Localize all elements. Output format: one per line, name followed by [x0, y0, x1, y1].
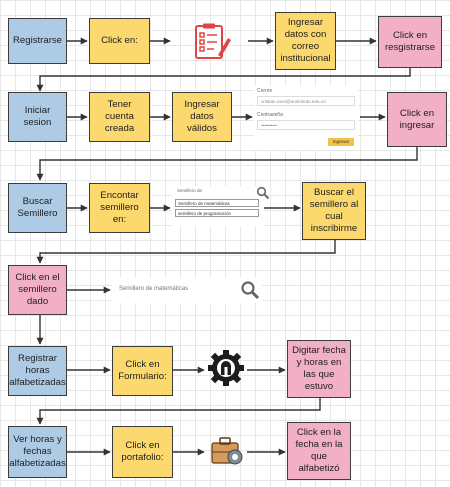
arrow [36, 68, 411, 92]
node-iniciar-sesion: Iniciar sesion [8, 92, 67, 142]
search-icon [256, 186, 270, 200]
search-bar-text: Semillero de matemáticas [119, 286, 189, 292]
arrow [36, 240, 336, 264]
node-ver-horas: Ver horas y fechas alfabetizadas [8, 426, 67, 478]
node-click-registrarse: Click en resgistrarse [378, 16, 442, 68]
node-registrar-horas: Registrar horas alfabetizadas [8, 346, 67, 396]
node-click-semillero-dado: Click en el semillero dado [8, 265, 67, 315]
node-digitar-fecha: Digitar fecha y horas en las que estuvo [287, 340, 351, 398]
node-registrarse: Registrarse [8, 18, 67, 64]
node-click-ingresar: Click en ingresar [387, 92, 447, 147]
semillero-selector-mock: Semillero de Semillero de matemáticas se… [172, 186, 270, 226]
login-form-mock: Correo cristian.xxxx@uniminuto.edu.co Co… [254, 86, 358, 150]
search-icon [240, 280, 260, 300]
search-bar-mock: Semillero de matemáticas [112, 278, 262, 303]
node-ingresar-datos-validos: Ingresar datos válidos [172, 92, 232, 142]
password-label: Contraseña [257, 112, 283, 118]
arrow [36, 147, 418, 181]
briefcase-gear-icon [206, 430, 246, 470]
node-click-en: Click en: [89, 18, 150, 64]
semillero-option: semillero de programación [175, 209, 259, 217]
semillero-panel-title: Semillero de [177, 188, 203, 193]
node-click-formulario: Click en Formulario: [112, 346, 173, 396]
email-field: cristian.xxxx@uniminuto.edu.co [257, 96, 355, 106]
node-buscar-semillero: Buscar Semillero [8, 183, 67, 233]
password-field: •••••••••• [257, 120, 355, 130]
checklist-clipboard-icon [187, 22, 233, 62]
node-buscar-inscribirme: Buscar el semillero al cual inscribirme [302, 182, 366, 240]
arrow [36, 398, 321, 425]
node-click-portafolio: Click en portafolio: [112, 426, 173, 478]
ingresar-mini-button: Ingresar [328, 138, 354, 146]
node-ingresar-datos-correo: Ingresar datos con correo institucional [275, 12, 336, 70]
semillero-option: Semillero de matemáticas [175, 199, 259, 207]
node-click-fecha: Click en la fecha en la que alfabetizó [287, 422, 351, 480]
node-encontrar-semillero: Encontar semillero en: [89, 183, 150, 233]
form-gear-icon [206, 348, 246, 388]
node-tener-cuenta: Tener cuenta creada [89, 92, 150, 142]
email-label: Correo [257, 88, 273, 94]
